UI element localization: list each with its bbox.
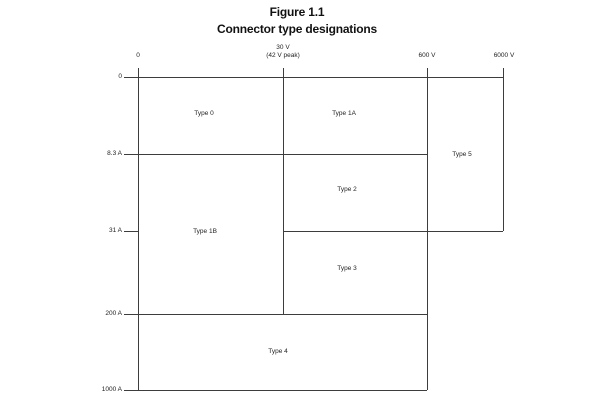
region-label-type-3: Type 3 [337,265,357,272]
axis-line-0v [138,68,139,390]
axis-line-600v [427,68,428,390]
axis-line-30v [283,68,284,314]
region-label-type-2: Type 2 [337,186,357,193]
boundary-line-200a [124,314,427,315]
tick-label-text: 600 V [418,52,436,59]
boundary-line-8-3a [124,154,427,155]
tick-label-text: 0 [136,52,140,59]
region-label-type-0: Type 0 [194,110,214,117]
current-tick-label-31a: 31 A [108,227,122,234]
voltage-tick-label-6000v: 6000 V [494,52,515,60]
figure-title: Figure 1.1 [269,5,325,19]
tick-label-text: 6000 V [493,52,515,59]
region-label-type-4: Type 4 [268,348,288,355]
voltage-tick-label-30v: 30 V (42 V peak) [266,44,300,60]
tick-31a [124,231,138,232]
boundary-line-1000a [124,390,427,391]
figure-subtitle: Connector type designations [217,22,377,36]
axis-line-6000v [503,68,504,231]
voltage-tick-label-0: 0 [136,52,140,60]
current-tick-label-200a: 200 A [105,310,122,317]
current-tick-label-0: 0 [118,73,122,80]
current-tick-label-8-3a: 8.3 A [107,150,122,157]
region-label-type-1a: Type 1A [332,110,356,117]
voltage-tick-label-600v: 600 V [419,52,436,60]
region-label-type-1b: Type 1B [193,228,217,235]
boundary-line-0a [124,77,503,78]
tick-label-text: 30 V [276,44,290,51]
current-tick-label-1000a: 1000 A [101,386,122,393]
region-label-type-5: Type 5 [452,151,472,158]
boundary-line-31a [283,231,503,232]
tick-sublabel-text: (42 V peak) [266,52,300,59]
